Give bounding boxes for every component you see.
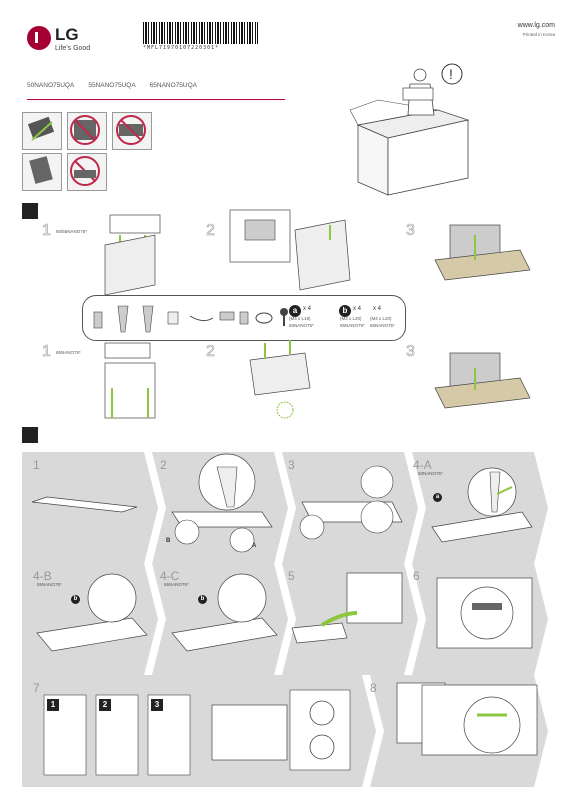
screw-a-model: 50NANO75* — [289, 323, 314, 328]
model-65: 65NANO75UQA — [149, 82, 197, 89]
model-50: 50NANO75UQA — [27, 82, 75, 89]
assembly-step2-b: B — [166, 538, 171, 544]
assembly-step3: 3 — [288, 458, 295, 472]
barcode-text: *MFL71970107220301* — [143, 45, 220, 51]
assembly-step1: 1 — [33, 458, 40, 472]
divider — [27, 99, 285, 100]
step7-sub3: 3 — [151, 699, 163, 711]
step4b-screw-badge: b — [71, 595, 80, 604]
unpack1-step1: 1 — [42, 222, 52, 240]
unpack2-step3: 3 — [406, 343, 416, 361]
assembly-step4a: 4-A — [413, 458, 432, 472]
assembly-step2-a: A — [252, 543, 257, 549]
screw-b-size: (M4 x L20) — [340, 316, 362, 321]
unpack-row1-art — [104, 209, 531, 296]
brand-name: LG — [55, 25, 79, 44]
unpack1-step1-label: 50/55NANO75* — [56, 229, 88, 234]
screw-a-qty: x 4 — [303, 306, 312, 312]
assembly-step8: 8 — [370, 681, 377, 695]
step7-sub2: 2 — [99, 699, 111, 711]
brand-slogan: Life's Good — [55, 45, 91, 52]
assembly-step4c-model: 65NANO75* — [164, 582, 189, 587]
unpack1-step2: 2 — [206, 222, 216, 240]
box-lift-illustration: ! — [349, 63, 470, 196]
assembly-step5: 5 — [288, 569, 295, 583]
step7-sub1: 1 — [47, 699, 59, 711]
screw-b-qty: x 4 — [353, 306, 362, 312]
unpack2-step2: 2 — [206, 343, 216, 361]
screw-a-size: (M4 x L18) — [289, 316, 311, 321]
screw-c-qty: x 4 — [373, 306, 382, 312]
assembly-step7: 7 — [33, 681, 40, 695]
model-list: 50NANO75UQA 55NANO75UQA 65NANO75UQA — [27, 82, 197, 89]
assembly-step6: 6 — [413, 569, 420, 583]
lg-logo-icon — [27, 26, 51, 50]
assembly-row1-bg — [22, 452, 548, 564]
assembly-step2: 2 — [160, 458, 167, 472]
parts-icons — [93, 305, 288, 333]
assembly-step4c: 4-C — [160, 569, 180, 583]
screw-b-model: 55NANO75* — [340, 323, 365, 328]
assembly-row2-bg — [22, 563, 548, 675]
website: www.lg.com — [517, 22, 555, 29]
assembly-icon — [22, 427, 38, 443]
screw-a-badge: a — [289, 305, 301, 317]
barcode-icon — [143, 22, 258, 44]
screw-c-size: (M4 x L20) — [370, 316, 392, 321]
printed-in: Printed in Korea — [522, 32, 555, 37]
step4c-screw-badge: b — [198, 595, 207, 604]
unpack-row2-art — [104, 340, 531, 419]
assembly-step4b-model: 55NANO75* — [37, 582, 62, 587]
model-55: 55NANO75UQA — [88, 82, 136, 89]
screw-c-model: 65NANO75* — [370, 323, 395, 328]
unpack1-step3: 3 — [406, 222, 416, 240]
unpack2-step1: 1 — [42, 343, 52, 361]
assembly-row3-bg — [22, 675, 548, 787]
svg-text:!: ! — [449, 66, 453, 82]
handling-icons-art — [27, 115, 146, 186]
unpack2-step1-label: 65NANO75* — [56, 350, 81, 355]
assembly-step4a-model: 50NANO75* — [418, 471, 443, 476]
screw-b-badge: b — [339, 305, 351, 317]
assembly-step4b: 4-B — [33, 569, 52, 583]
step4a-screw-badge: a — [433, 493, 442, 502]
unpack-icon — [22, 203, 38, 219]
